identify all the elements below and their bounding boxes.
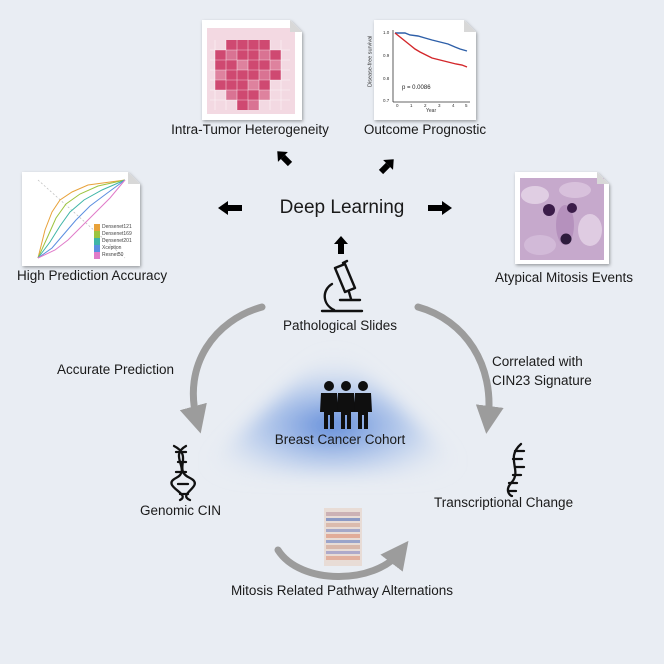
survival-xtick-3: 3: [438, 103, 441, 108]
roc-plot: [37, 179, 126, 259]
deep-learning-label: Deep Learning: [279, 197, 405, 218]
arrow-slides-to-dl: [334, 236, 348, 254]
survival-plot: [392, 30, 470, 103]
rna-strand-icon: [506, 442, 526, 498]
transcriptional-change-label: Transcriptional Change: [434, 495, 574, 510]
roc-curve-densenet201: [37, 179, 126, 259]
cycle-arrow-left: [179, 303, 266, 434]
high-accuracy-label: High Prediction Accuracy: [17, 268, 168, 283]
people-icon: [320, 381, 372, 429]
survival-xtick-0: 0: [396, 103, 399, 108]
survival-pvalue: p = 0.0086: [402, 85, 431, 91]
roc-legend-item: Resnet50: [94, 252, 132, 259]
cohort-label: Breast Cancer Cohort: [274, 432, 406, 447]
arrow-to-high-accuracy: [218, 201, 242, 215]
roc-curve-densenet121: [37, 179, 126, 259]
roc-legend-item: Densenet121: [94, 224, 132, 231]
survival-xtick-4: 4: [452, 103, 455, 108]
survival-curve-low: [394, 32, 468, 68]
arrow-to-outcome: [378, 159, 394, 175]
survival-xtick-2: 2: [424, 103, 427, 108]
survival-xtick-5: 5: [465, 103, 468, 108]
survival-xtick-1: 1: [410, 103, 413, 108]
roc-legend-item: Densenet169: [94, 231, 132, 238]
outcome-label: Outcome Prognostic: [363, 122, 487, 137]
correlated-line2-label: CIN23 Signature: [492, 373, 592, 388]
intra-tumor-label: Intra-Tumor Heterogeneity: [171, 122, 329, 137]
survival-ytick-1: 1.0: [383, 30, 390, 35]
correlated-line1-label: Correlated with: [492, 354, 583, 369]
mitosis-pathway-label: Mitosis Related Pathway Alternations: [230, 583, 454, 598]
roc-curve-densenet169: [37, 179, 126, 259]
roc-curve-resnet50: [37, 179, 126, 259]
mitosis-thumbnail: [515, 172, 609, 264]
roc-legend-item: Xception: [94, 245, 132, 252]
survival-ytick-3: 0.8: [383, 76, 390, 81]
arrow-to-intra-tumor: [277, 151, 293, 167]
microscope-icon: [320, 259, 364, 313]
heatmap-thumbnail: [202, 20, 302, 120]
genomic-cin-label: Genomic CIN: [140, 503, 222, 518]
survival-ytick-4: 0.7: [383, 98, 390, 103]
cycle-arrow-bottom: [274, 540, 409, 580]
atypical-mitosis-label: Atypical Mitosis Events: [495, 270, 634, 285]
pathological-slides-label: Pathological Slides: [282, 318, 398, 333]
arrow-to-atypical-mitosis: [428, 201, 452, 215]
survival-curve-high: [395, 32, 468, 52]
survival-xlabel: Year: [426, 108, 437, 114]
roc-curve-xception: [37, 179, 126, 259]
dl-arrows: [218, 151, 452, 254]
pathway-thumbnail: [324, 508, 362, 566]
roc-thumbnail: [22, 172, 140, 266]
roc-legend-item: Densenet201: [94, 238, 132, 245]
dna-helix-icon: [170, 444, 196, 502]
survival-ylabel: Disease-free survival: [367, 35, 374, 87]
survival-ytick-2: 0.9: [383, 53, 390, 58]
accurate-prediction-label: Accurate Prediction: [57, 362, 175, 377]
roc-legend: Densenet121 Densenet169 Densenet201 Xcep…: [94, 224, 132, 259]
cycle-arrow-right: [414, 303, 504, 434]
